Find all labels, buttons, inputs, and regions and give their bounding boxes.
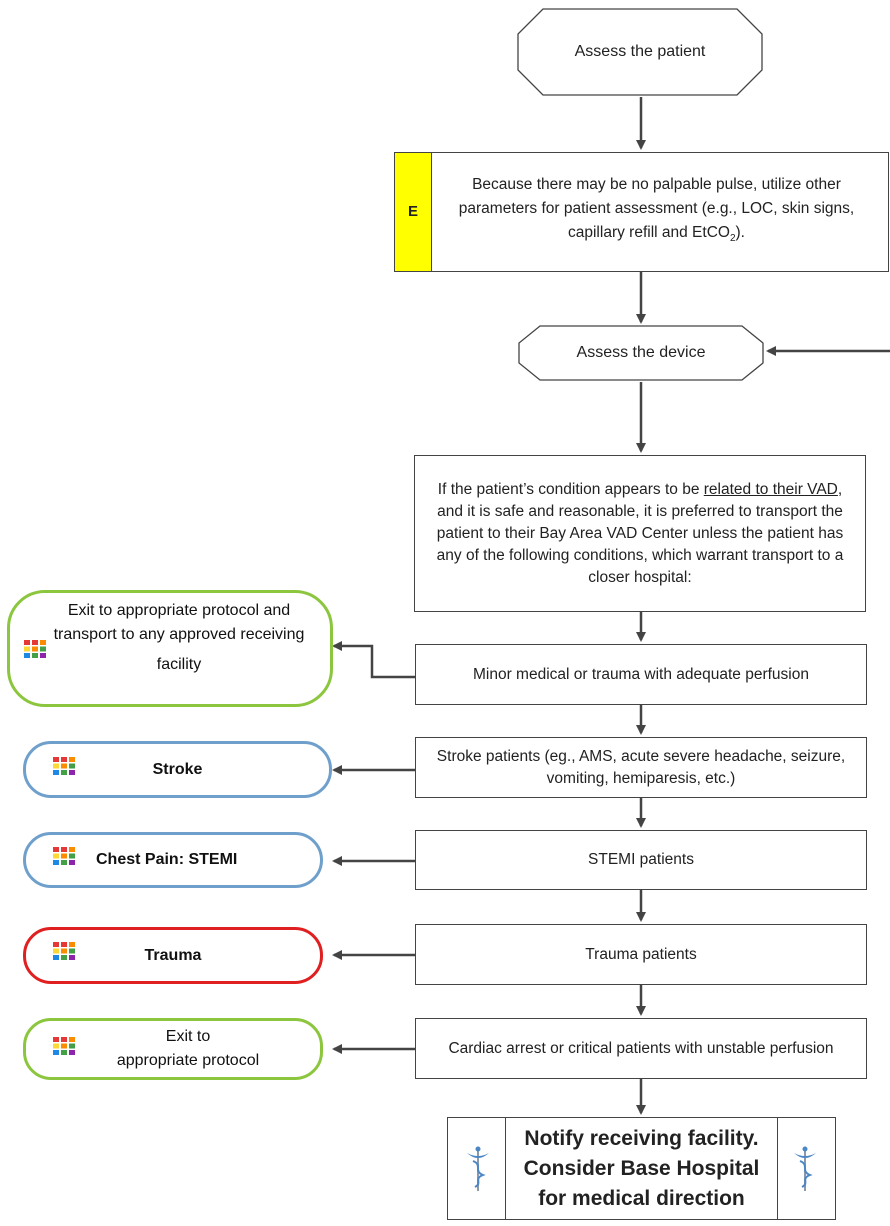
exit-transport-label-2: facility: [156, 656, 202, 673]
octagon-shape: [518, 325, 764, 381]
protocol-grid-icon: [53, 1037, 75, 1055]
exit-protocol-pill[interactable]: Exit to appropriate protocol: [23, 1018, 323, 1080]
exit-protocol-label-2: appropriate protocol: [116, 1052, 260, 1069]
assess-patient-label: Assess the patient: [574, 43, 706, 60]
assess-device-node: Assess the device: [518, 325, 764, 381]
assess-device-label: Assess the device: [576, 344, 706, 361]
exit-transport-label: Exit to appropriate protocol and transpo…: [53, 602, 305, 643]
trauma-exit-label: Trauma: [144, 946, 202, 964]
exit-transport-pill[interactable]: Exit to appropriate protocol and transpo…: [7, 590, 333, 707]
exit-protocol-label: Exit to: [165, 1028, 211, 1045]
caduceus-icon: [451, 1118, 506, 1219]
chest-pain-exit-pill[interactable]: Chest Pain: STEMI: [23, 832, 323, 888]
stroke-exit-label: Stroke: [152, 760, 203, 778]
cardiac-arrest-box: Cardiac arrest or critical patients with…: [415, 1018, 867, 1079]
trauma-exit-pill[interactable]: Trauma: [23, 927, 323, 984]
trauma-patients-box: Trauma patients: [415, 924, 867, 985]
stemi-patients-box: STEMI patients: [415, 830, 867, 890]
protocol-grid-icon: [53, 757, 75, 775]
protocol-grid-icon: [53, 942, 75, 960]
notify-text: Notify receiving facility. Consider Base…: [523, 1126, 760, 1210]
e-box-text: Because there may be no palpable pulse, …: [458, 175, 855, 245]
protocol-grid-icon: [53, 847, 75, 865]
protocol-grid-icon: [24, 640, 46, 658]
stroke-patients-box: Stroke patients (eg., AMS, acute severe …: [415, 737, 867, 798]
e-assessment-box: E Because there may be no palpable pulse…: [394, 152, 889, 272]
caduceus-icon: [777, 1118, 832, 1219]
stroke-exit-pill[interactable]: Stroke: [23, 741, 332, 798]
assess-patient-node: Assess the patient: [517, 8, 763, 96]
minor-medical-box: Minor medical or trauma with adequate pe…: [415, 644, 867, 705]
vad-criteria-box: If the patient’s condition appears to be…: [414, 455, 866, 612]
chest-pain-exit-label: Chest Pain: STEMI: [96, 851, 238, 868]
notify-box: Notify receiving facility. Consider Base…: [447, 1117, 836, 1220]
arrow-minor-to-exit: [332, 641, 415, 679]
e-tag: E: [395, 153, 432, 271]
octagon-shape: [517, 8, 763, 96]
